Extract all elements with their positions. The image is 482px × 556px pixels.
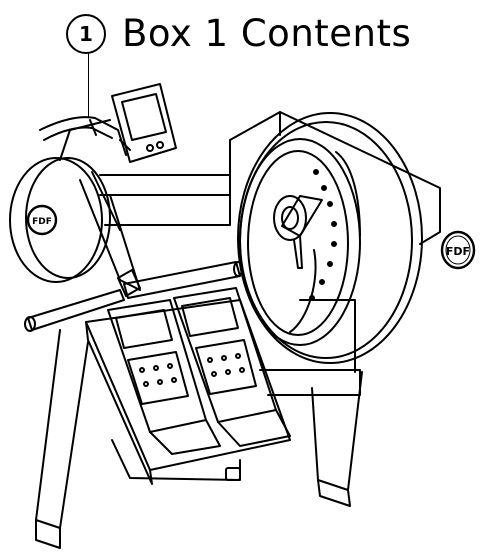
- handle-icon: [24, 261, 243, 332]
- left-flywheel-cover: FDF: [9, 119, 121, 283]
- monitor-icon: [111, 83, 177, 163]
- callout-title: Box 1 Contents: [122, 12, 412, 55]
- rear-frame: [99, 111, 441, 396]
- left-logo-text: FDF: [32, 217, 52, 227]
- callout-leader-line: [88, 52, 89, 118]
- right-logo-badge: FDF: [440, 230, 476, 270]
- right-logo-text: FDF: [446, 245, 470, 258]
- front-frame: [35, 179, 363, 549]
- footplate-icon: [107, 299, 221, 455]
- flywheel-icon: [237, 112, 423, 364]
- footplate-icon: [173, 287, 291, 447]
- monitor-assembly: [39, 83, 177, 163]
- footplate-base: [85, 299, 291, 485]
- callout-header: 1 Box 1 Contents: [62, 8, 462, 62]
- callout-number-badge: 1: [66, 14, 106, 54]
